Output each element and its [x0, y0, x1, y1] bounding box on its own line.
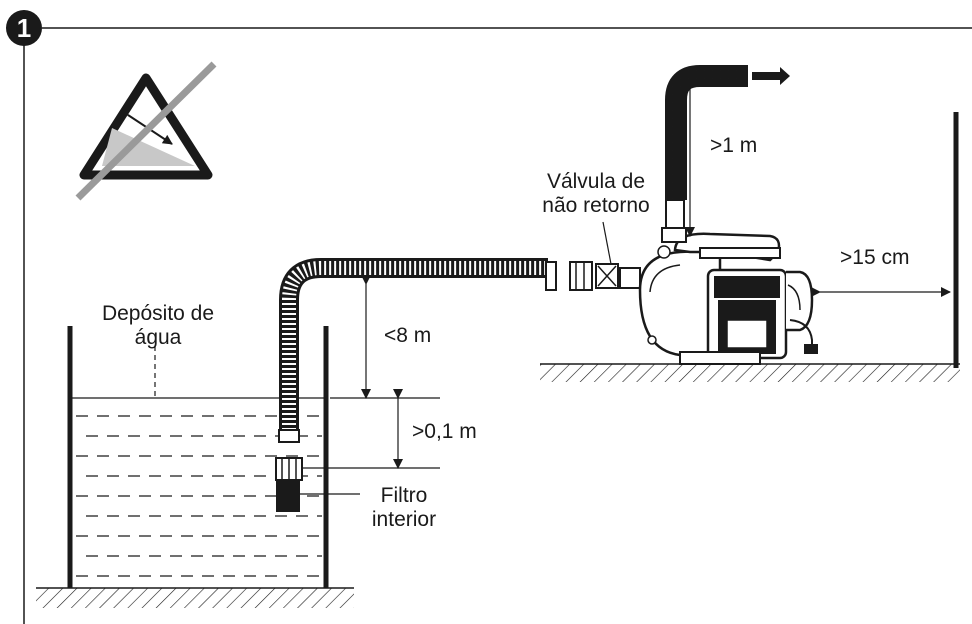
- flow-arrow-icon: [752, 72, 782, 80]
- suction-filter: [275, 457, 360, 512]
- tank-label-line2: água: [135, 326, 182, 349]
- check-valve-label-line2: não retorno: [542, 194, 649, 217]
- step-number-badge: 1: [6, 10, 42, 46]
- dim-outlet-height-label: >1 m: [710, 134, 757, 157]
- check-valve-label-line1: Válvula de: [547, 170, 645, 193]
- pump: [619, 232, 818, 365]
- tank-label-line1: Depósito de: [102, 302, 214, 325]
- dim-wall-clearance-label: >15 cm: [840, 246, 909, 269]
- pump-floor: [540, 112, 960, 382]
- filter-label-line1: Filtro: [381, 484, 428, 507]
- suction-hose: [278, 258, 548, 443]
- filter-label-line2: interior: [372, 508, 436, 531]
- water-tank: [36, 326, 354, 608]
- dimension-lines: [302, 79, 951, 469]
- frame: [23, 27, 972, 624]
- step-number: 1: [17, 13, 31, 43]
- dim-immersion-label: >0,1 m: [412, 420, 477, 443]
- warning-triangle-icon: [75, 61, 217, 201]
- discharge-hose: [661, 65, 790, 243]
- dim-suction-height-label: <8 m: [384, 324, 431, 347]
- check-valve: [545, 221, 619, 291]
